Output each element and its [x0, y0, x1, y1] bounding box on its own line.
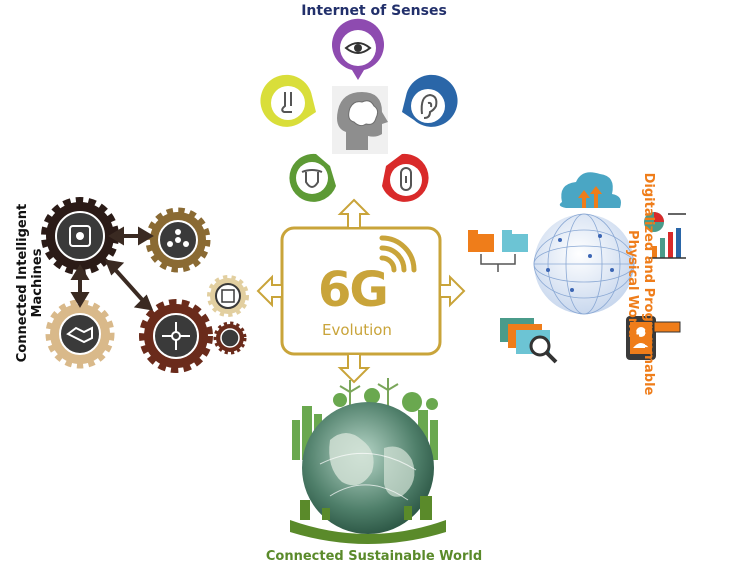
label-connected-intelligent-machines: Connected Intelligent Machines [15, 193, 45, 373]
machine-connectors [70, 226, 154, 311]
touch-icon [400, 167, 412, 191]
globe-network-icon [533, 213, 635, 315]
label-internet-of-senses: Internet of Senses [301, 3, 447, 19]
arrow-down [337, 353, 371, 384]
label-digitalized-physical-world: Digitalized and Programmable Physical Wo… [624, 164, 656, 404]
ear-icon [420, 93, 438, 119]
nose-icon [281, 92, 292, 113]
label-right-line1: Digitalized and Programmable [641, 172, 656, 396]
browser-search-icon [500, 318, 558, 364]
tongue-icon [301, 169, 323, 188]
label-left-line2: Machines [30, 248, 45, 318]
gear-icon-small-1 [207, 275, 249, 317]
arrow-right [439, 274, 466, 308]
handshake-gear [45, 299, 115, 369]
label-left-line1: Connected Intelligent [15, 203, 30, 363]
gear-icon-network [145, 207, 211, 273]
earth-city-icon [290, 378, 446, 544]
touch-pin [382, 153, 429, 202]
folder-network-icon [468, 230, 528, 272]
eye-icon [344, 42, 372, 54]
handshake-icon [66, 326, 93, 344]
eye-pin [332, 18, 385, 80]
ear-pin [402, 74, 458, 127]
mobile-profile-icon [626, 316, 681, 360]
center-subtitle-evolution: Evolution [322, 321, 392, 339]
tongue-pin [289, 153, 336, 202]
brain-head-icon [332, 86, 388, 154]
arrow-up [337, 198, 371, 229]
label-connected-sustainable-world: Connected Sustainable World [265, 549, 483, 564]
analytics-chart-icon [644, 212, 686, 259]
gear-icon-hub [139, 299, 213, 373]
nose-pin [260, 74, 316, 127]
center-title-6g: 6G [318, 262, 389, 318]
label-right-line2: Physical World [625, 230, 640, 338]
arrow-left [256, 274, 283, 308]
gear-icon-small-2 [213, 321, 247, 355]
wifi-signal-icon [379, 235, 417, 273]
cloud-upload-icon [559, 172, 621, 208]
gear-icon-brain [41, 197, 119, 275]
